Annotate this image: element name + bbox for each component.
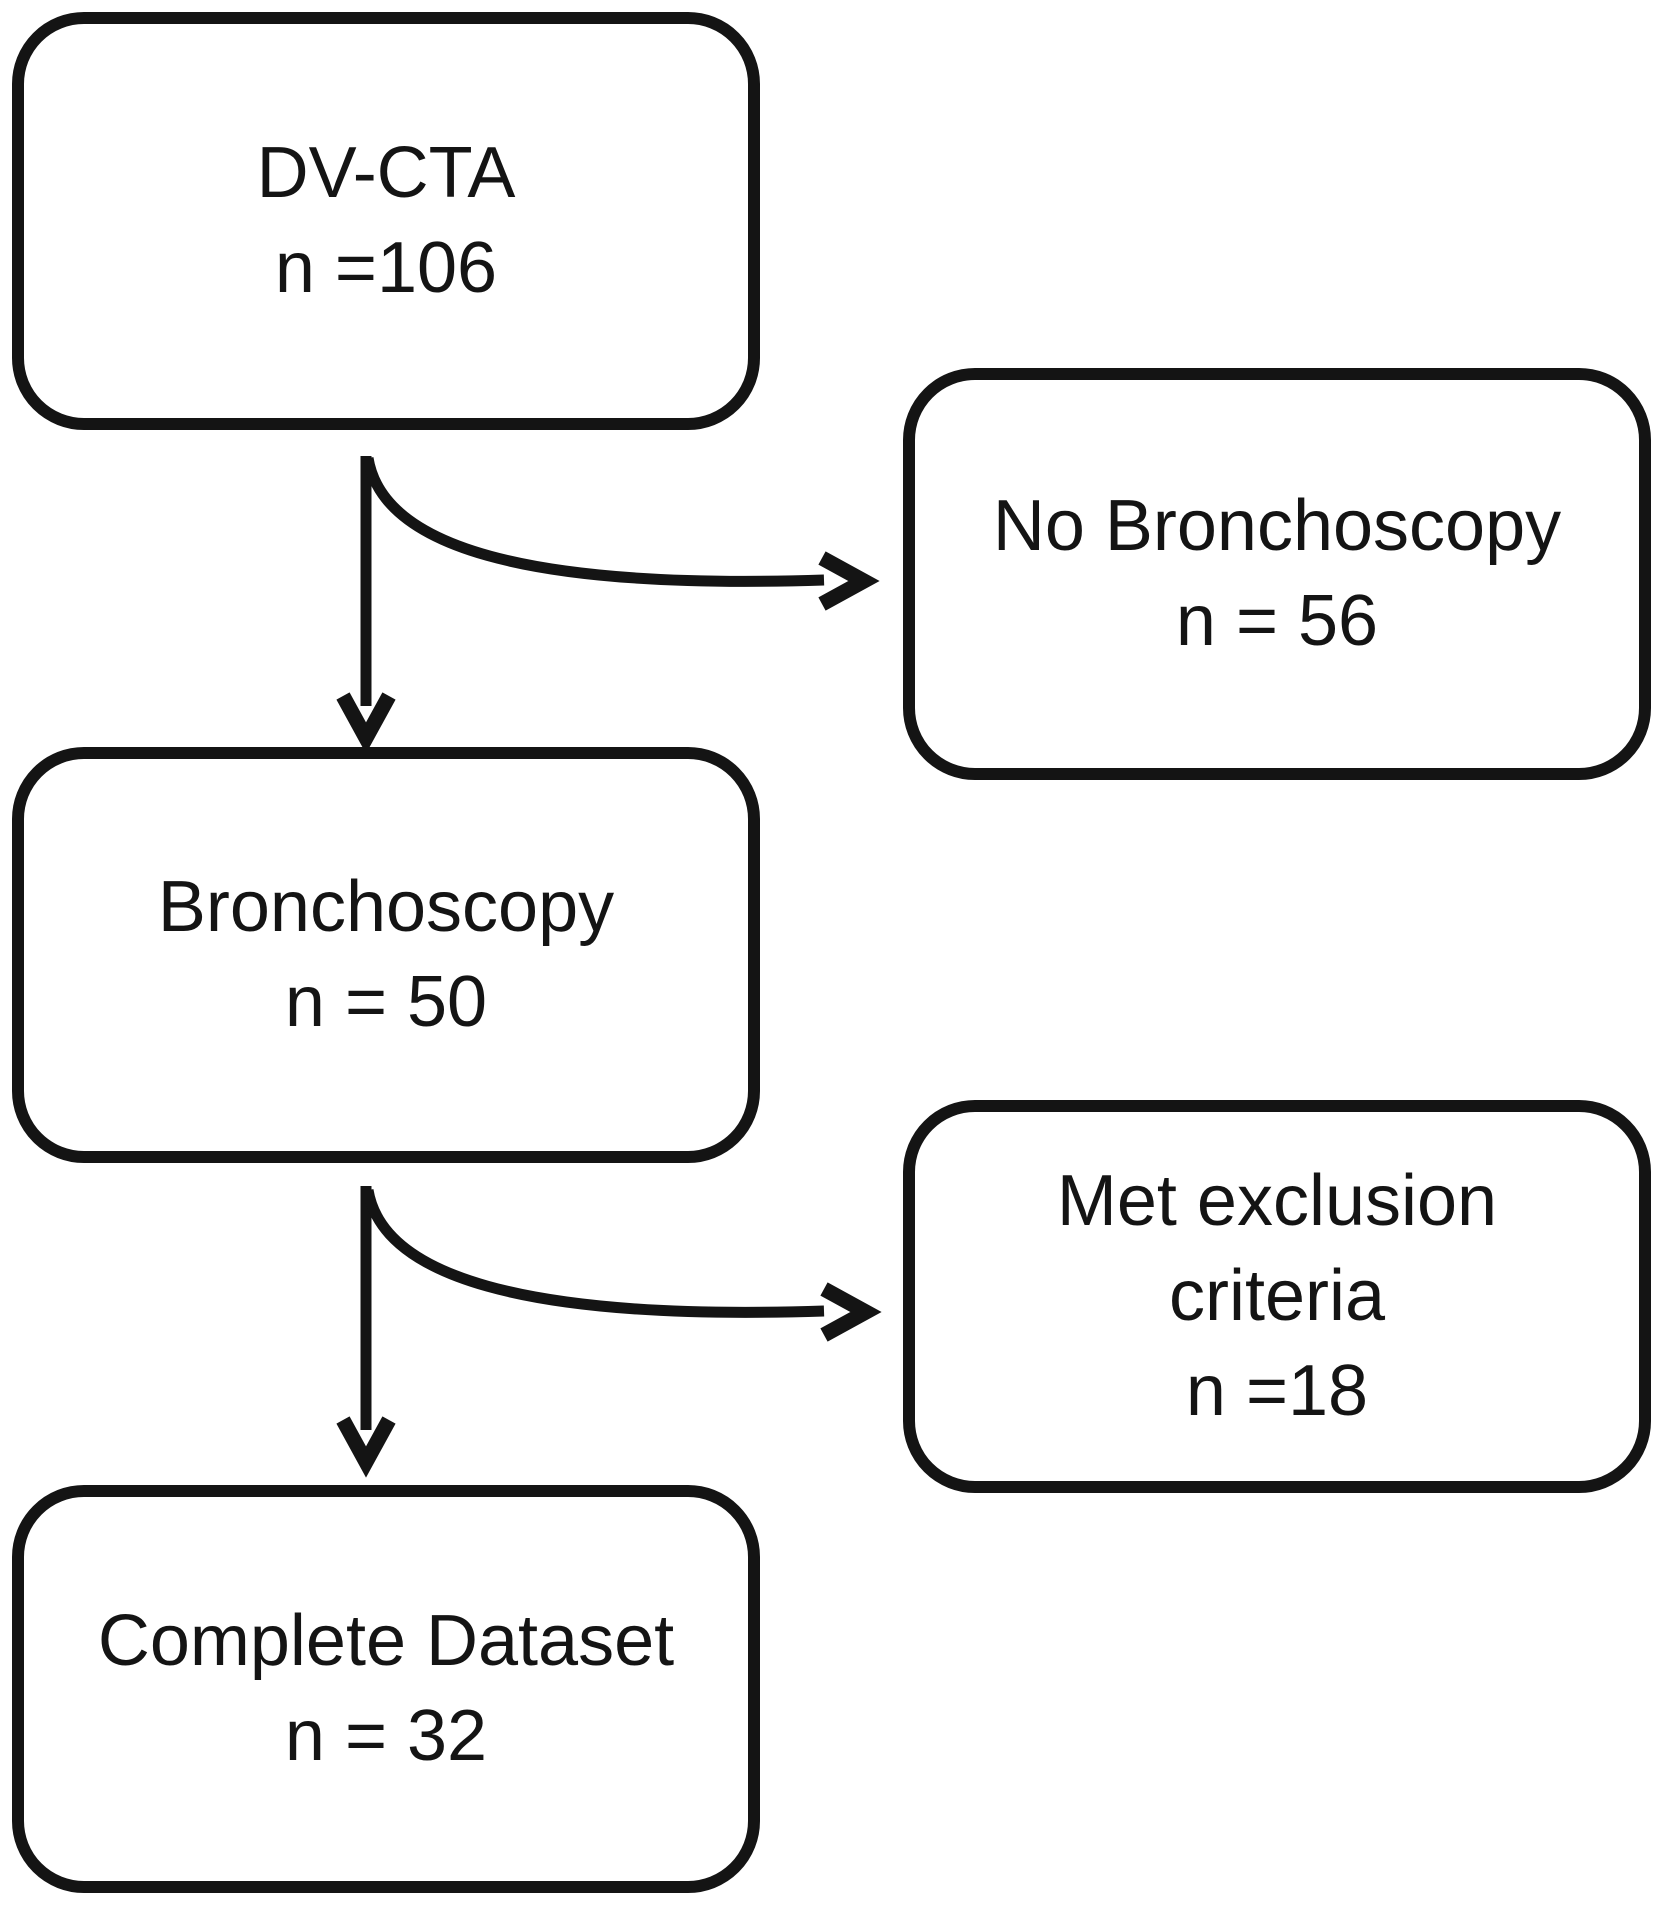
node-label: criteria [1168,1256,1386,1336]
node-count: n =106 [274,228,498,308]
arrow-right-head-1 [818,551,880,611]
node-count: n = 56 [1175,581,1379,661]
node-dv-cta: DV-CTA n =106 [12,12,760,430]
node-met-exclusion-criteria: Met exclusion criteria n =18 [903,1100,1651,1493]
node-label: DV-CTA [256,133,516,213]
node-count: n = 32 [284,1696,488,1776]
node-complete-dataset: Complete Dataset n = 32 [12,1485,760,1893]
node-label: Bronchoscopy [157,867,615,947]
arrow-bronchoscopy-to-met-exclusion-curve [362,1189,825,1318]
node-count: n =18 [1185,1351,1369,1431]
node-bronchoscopy: Bronchoscopy n = 50 [12,747,760,1163]
node-count: n = 50 [284,962,488,1042]
node-label: No Bronchoscopy [992,486,1562,566]
node-label: Met exclusion [1056,1161,1498,1241]
node-label: Complete Dataset [97,1601,675,1681]
arrow-down-head-2 [336,1416,396,1478]
node-no-bronchoscopy: No Bronchoscopy n = 56 [903,368,1651,780]
arrow-down-head-1 [336,692,396,754]
arrow-dv-cta-to-no-bronchoscopy-curve [362,457,825,587]
arrow-right-head-2 [820,1282,882,1342]
